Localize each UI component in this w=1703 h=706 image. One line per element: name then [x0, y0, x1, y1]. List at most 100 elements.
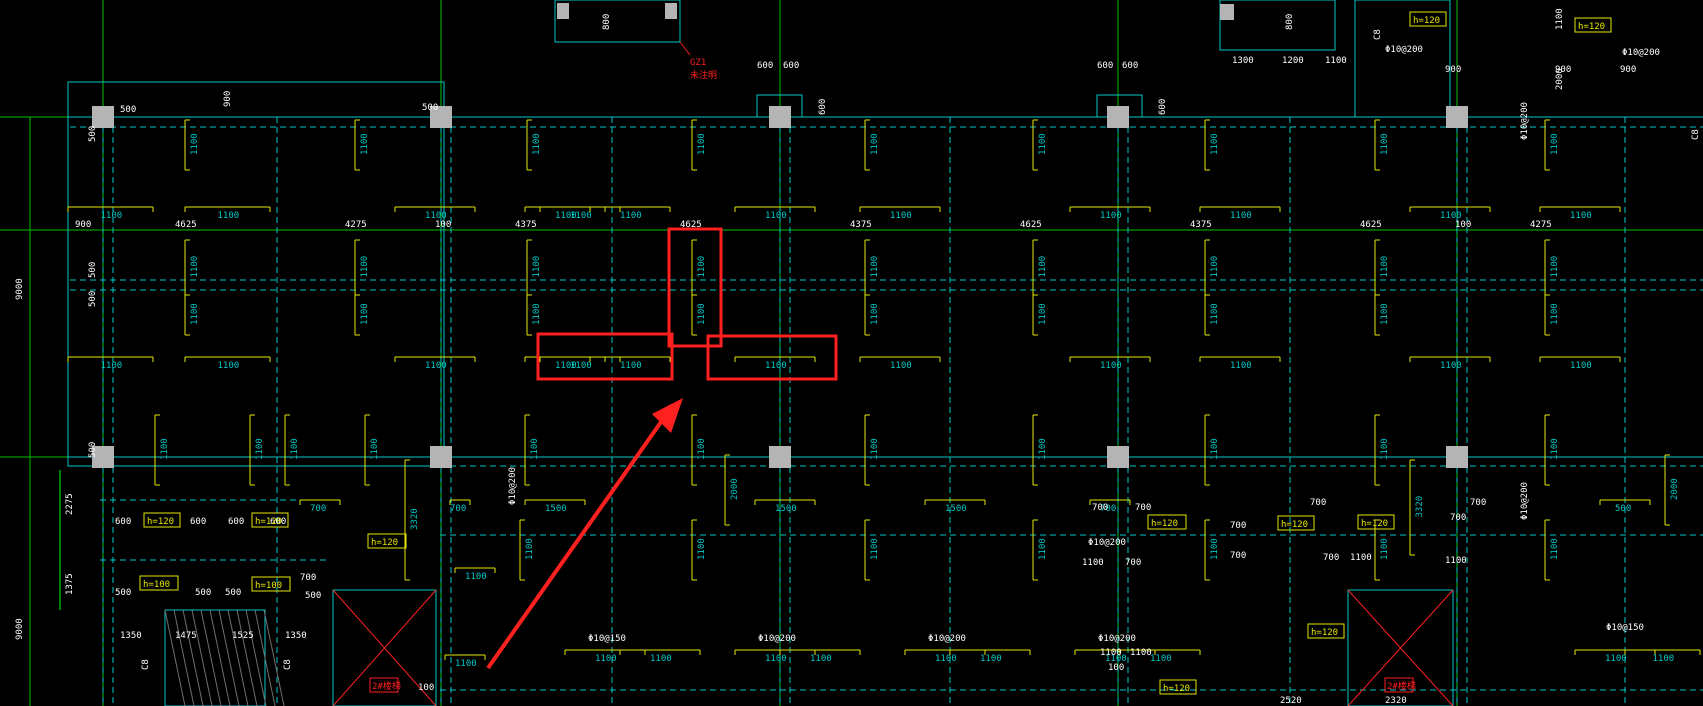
stairwell-cross — [1347, 589, 1454, 706]
rebar-length-label: 1100 — [697, 438, 707, 460]
stairwell-box — [332, 589, 437, 706]
rebar-length-label: 1100 — [160, 438, 170, 460]
span-dimension: 4275 — [1530, 220, 1552, 230]
rebar-spec: Φ10@200 — [1520, 102, 1530, 140]
rebar-length-label: 3320 — [410, 508, 420, 530]
span-dimension: 100 — [1455, 220, 1471, 230]
detail-dimension: 1100 — [1082, 558, 1104, 568]
rebar-length-label: 2000 — [730, 478, 740, 500]
stairwell-cross — [332, 589, 437, 706]
column-block — [1446, 446, 1468, 468]
rebar-length-label: 1100 — [532, 303, 542, 325]
top-dimension: 900 — [1445, 65, 1461, 75]
detail-dimension: 500 — [305, 591, 321, 601]
rebar-length-label: 1100 — [1230, 361, 1252, 371]
detail-dimension: 1350 — [285, 631, 307, 641]
thickness-tag-box — [367, 533, 407, 549]
rebar-length-label: 1100 — [595, 654, 617, 664]
left-span-dimension: 1375 — [65, 573, 75, 595]
rebar-length-label: 1100 — [101, 211, 123, 221]
rebar-length-label: 1100 — [218, 361, 240, 371]
detail-dimension: 700 — [1323, 553, 1339, 563]
rebar-length-label: 700 — [310, 504, 326, 514]
top-dimension: 900 — [223, 91, 233, 107]
column-block — [92, 446, 114, 468]
top-dimension: 500 — [88, 442, 98, 458]
rebar-length-label: 1100 — [697, 256, 707, 278]
top-dimension: 600 — [818, 99, 828, 115]
rebar-length-label: 1100 — [1440, 361, 1462, 371]
rebar-length-label: 1100 — [870, 133, 880, 155]
detail-dimension: 700 — [1135, 503, 1151, 513]
column-block — [430, 106, 452, 128]
rebar-length-label: 1100 — [1100, 361, 1122, 371]
column-block — [1107, 446, 1129, 468]
rebar-length-label: 1100 — [1038, 438, 1048, 460]
rebar-spec: Φ10@200 — [1385, 45, 1423, 55]
left-span-dimension: 2275 — [65, 493, 75, 515]
annotation-arrow-shaft — [486, 403, 675, 670]
span-dimension: 900 — [75, 220, 91, 230]
rebar-length-label: 1100 — [1380, 133, 1390, 155]
rebar-length-label: 1100 — [1210, 256, 1220, 278]
rebar-length-label: 1100 — [1550, 133, 1560, 155]
rebar-spec: Φ10@200 — [1098, 634, 1136, 644]
rebar-length-label: 1100 — [290, 438, 300, 460]
top-dimension: 500 — [88, 291, 98, 307]
rebar-length-label: 1100 — [1100, 211, 1122, 221]
detail-dimension: 1100 — [1130, 648, 1152, 658]
detail-dimension: 700 — [1125, 558, 1141, 568]
rebar-length-label: 1100 — [1605, 654, 1627, 664]
rebar-length-label: 1100 — [870, 303, 880, 325]
thickness-tag-box — [143, 512, 181, 528]
rebar-length-label: 3320 — [1415, 496, 1425, 518]
rebar-spec: Φ10@200 — [758, 634, 796, 644]
thickness-tag-box — [1357, 514, 1395, 530]
rebar-length-label: 1100 — [532, 133, 542, 155]
hatch-line — [263, 609, 285, 706]
rebar-length-label: 700 — [1100, 504, 1116, 514]
rebar-length-label: 1100 — [525, 538, 535, 560]
span-dimension: 4625 — [175, 220, 197, 230]
top-dimension: 600 — [757, 61, 773, 71]
rebar-length-label: 1100 — [810, 654, 832, 664]
detail-dimension: 500 — [225, 588, 241, 598]
rebar-length-label: 1100 — [1038, 133, 1048, 155]
rebar-length-label: 1100 — [870, 538, 880, 560]
rebar-length-label: 1100 — [765, 211, 787, 221]
hatch-line — [164, 609, 186, 706]
building-outline — [67, 81, 445, 467]
top-dimension: 1200 — [1282, 56, 1304, 66]
detail-dimension: 700 — [1450, 513, 1466, 523]
rebar-length-label: 500 — [1615, 504, 1631, 514]
rebar-length-label: 1100 — [1038, 303, 1048, 325]
rebar-length-label: 1100 — [425, 211, 447, 221]
top-dimension: 600 — [1097, 61, 1113, 71]
detail-dimension: 1100 — [1445, 556, 1467, 566]
column-tag: GZ1 — [690, 58, 706, 68]
rebar-length-label: 1100 — [980, 654, 1002, 664]
rebar-length-label: 1100 — [360, 133, 370, 155]
span-dimension: 100 — [435, 220, 451, 230]
rebar-length-label: 1100 — [935, 654, 957, 664]
rebar-length-label: 1100 — [1210, 133, 1220, 155]
detail-dimension: 700 — [1092, 503, 1108, 513]
span-dimension: 4375 — [1190, 220, 1212, 230]
detail-dimension: 600 — [190, 517, 206, 527]
detail-dimension: 1475 — [175, 631, 197, 641]
rebar-length-label: 1100 — [455, 659, 477, 669]
top-dimension: 1300 — [1232, 56, 1254, 66]
detail-dimension: 100 — [418, 683, 434, 693]
beam-outline-layer — [67, 0, 1703, 706]
span-dimension: 4625 — [1360, 220, 1382, 230]
hatch-line — [218, 609, 240, 706]
highlight-box-left — [536, 332, 674, 381]
detail-dimension: 600 — [228, 517, 244, 527]
detail-dimension: 1100 — [1350, 553, 1372, 563]
rebar-length-label: 1100 — [555, 211, 577, 221]
rebar-length-label: 1100 — [555, 361, 577, 371]
dimension-text-layer: 1100 1100 1100 1100 1100 1100 1100 1100 1100 1100… — [15, 8, 1701, 706]
leader-line — [679, 41, 691, 56]
column-block — [1446, 106, 1468, 128]
